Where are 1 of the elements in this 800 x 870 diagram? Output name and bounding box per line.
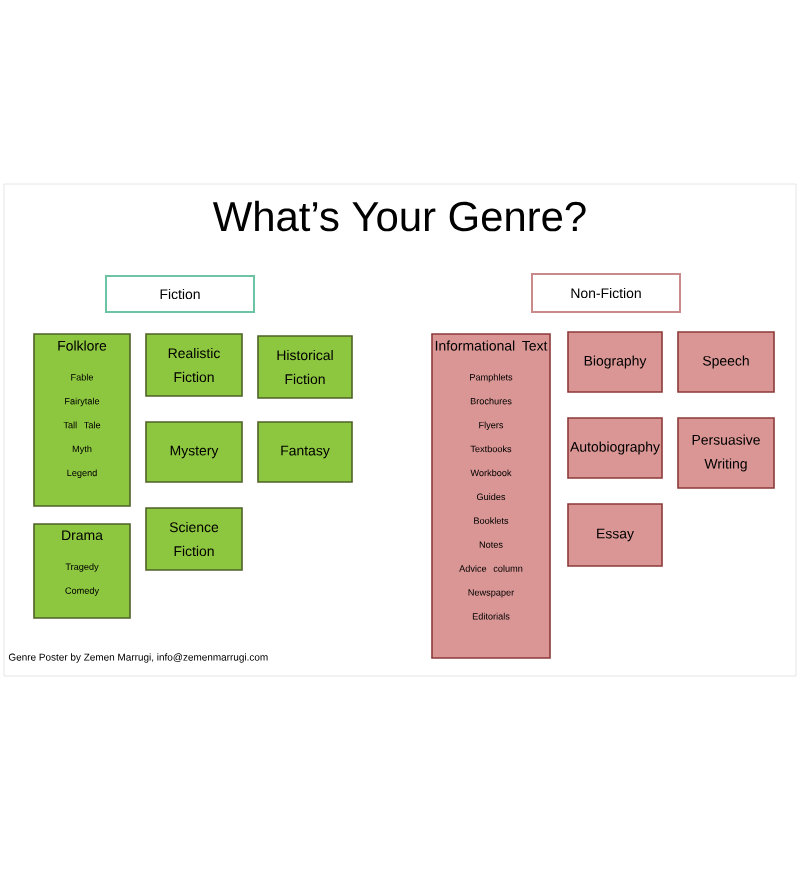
title: What’s Your Genre?: [212, 200, 586, 232]
